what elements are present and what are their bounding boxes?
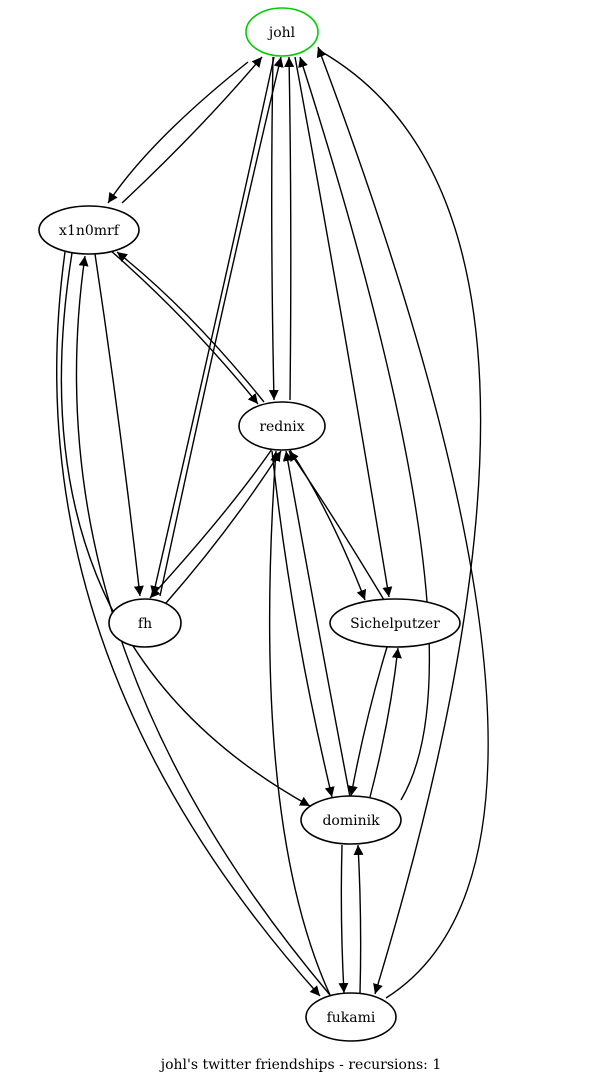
node-x1n0mrf: x1n0mrf [38, 205, 140, 255]
node-label-dominik: dominik [322, 813, 380, 829]
edge-fukami-to-dominik [353, 844, 364, 994]
edge-johl-to-fukami [321, 51, 482, 995]
edge-johl-to-sichelputzer [294, 56, 393, 598]
edge-x1n0mrf-to-fh [94, 253, 144, 597]
edge-rednix-to-fh [149, 448, 273, 599]
node-label-fh: fh [138, 616, 152, 632]
node-label-johl: johl [267, 25, 296, 41]
node-ellipse-x1n0mrf [38, 205, 140, 255]
edge-fh-to-johl [159, 56, 284, 597]
edge-sichelputzer-to-rednix [288, 450, 385, 601]
node-dominik: dominik [300, 795, 402, 845]
node-label-fukami: fukami [327, 1010, 376, 1026]
edge-rednix-to-dominik [271, 450, 335, 798]
edge-rednix-to-sichelputzer [289, 449, 367, 601]
edge-dominik-to-rednix [282, 450, 351, 798]
edge-dominik-to-sichelputzer [369, 647, 402, 798]
node-ellipse-dominik [300, 795, 402, 845]
edge-johl-to-rednix [268, 56, 279, 401]
node-ellipse-fh [108, 598, 182, 648]
node-rednix: rednix [238, 401, 326, 451]
edge-sichelputzer-to-dominik [347, 646, 388, 797]
node-johl: johl [245, 7, 319, 57]
edge-fukami-to-rednix [268, 450, 331, 996]
node-fh: fh [108, 598, 182, 648]
edges-layer [56, 46, 489, 999]
graph-caption: johl's twitter friendships - recursions:… [159, 1057, 441, 1073]
node-label-sichelputzer: Sichelputzer [350, 616, 440, 632]
node-label-rednix: rednix [259, 419, 304, 435]
node-ellipse-johl [245, 7, 319, 57]
node-ellipse-fukami [305, 992, 397, 1042]
edge-rednix-to-x1n0mrf [116, 251, 265, 403]
node-ellipse-sichelputzer [329, 598, 461, 648]
edge-x1n0mrf-to-johl [121, 56, 263, 204]
edge-dominik-to-johl [298, 56, 431, 801]
edge-fukami-to-johl [316, 46, 489, 999]
edge-fh-to-rednix [165, 450, 282, 604]
node-sichelputzer: Sichelputzer [329, 598, 461, 648]
edge-johl-to-fh [150, 56, 275, 597]
edge-rednix-to-johl [284, 56, 295, 401]
node-ellipse-rednix [238, 401, 326, 451]
nodes-layer: johl x1n0mrf rednix fh Sichelputzer dominik fu… [38, 7, 461, 1042]
edge-johl-to-x1n0mrf [107, 61, 249, 204]
node-label-x1n0mrf: x1n0mrf [59, 223, 121, 239]
edge-x1n0mrf-to-rednix [109, 249, 259, 405]
edge-x1n0mrf-to-fukami [56, 251, 321, 997]
node-fukami: fukami [305, 992, 397, 1042]
edge-x1n0mrf-to-dominik [60, 252, 311, 807]
edge-dominik-to-fukami [338, 844, 349, 994]
